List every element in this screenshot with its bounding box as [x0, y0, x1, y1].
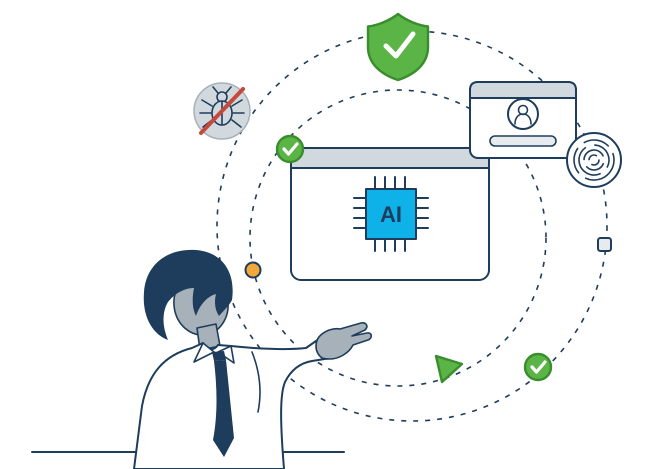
person-shirt [133, 333, 332, 469]
shield-check-icon [366, 12, 430, 82]
check-circle-icon-window [275, 134, 305, 164]
user-avatar-icon [514, 104, 532, 125]
avatar-shoulders [514, 113, 532, 125]
green-triangle-node [434, 354, 464, 384]
ai-chip-label: AI [380, 202, 402, 227]
fingerprint-ridge-2 [578, 144, 610, 176]
presenter-person [133, 249, 373, 469]
bug-antennae [212, 86, 232, 94]
square-node [597, 237, 612, 252]
check-circle-window [275, 134, 305, 164]
fingerprint-ridge-1 [573, 139, 615, 181]
check-circle-bottom [523, 352, 553, 382]
fingerprint-ridge-3 [583, 149, 605, 171]
check-circle-icon-bottom [523, 352, 553, 382]
fingerprint-ridge-4 [588, 154, 600, 166]
check-mark [530, 360, 547, 374]
fingerprint-circle [566, 132, 622, 188]
tie-blade [213, 360, 234, 457]
orange-dot-node [244, 261, 262, 279]
fingerprint-icon [566, 132, 622, 188]
orbit-dashed-circles [216, 30, 608, 422]
person-hair [143, 249, 233, 340]
shield-check-mark [383, 31, 416, 59]
tie-knot [212, 351, 226, 361]
shirt-collar-left [193, 342, 215, 363]
prohibit-slash [199, 87, 245, 135]
orbit-inner-dashed-circle [249, 89, 547, 387]
user-profile-card [469, 81, 577, 159]
check-mark [282, 142, 299, 156]
browser-window-header [290, 147, 490, 169]
orbit-outer-dashed-circle [216, 30, 608, 422]
no-bug-icon [193, 82, 251, 140]
ai-chip-icon: AI [353, 176, 429, 252]
user-card-header [469, 81, 577, 99]
ai-chip-pins [353, 176, 429, 252]
person-hand [315, 322, 373, 360]
browser-window: AI [275, 134, 490, 281]
user-card-field [489, 135, 557, 147]
shirt-fold-line [251, 351, 261, 413]
shield-shape [366, 12, 430, 82]
ai-chip-body [365, 188, 417, 240]
shirt-collar-right [217, 345, 235, 364]
